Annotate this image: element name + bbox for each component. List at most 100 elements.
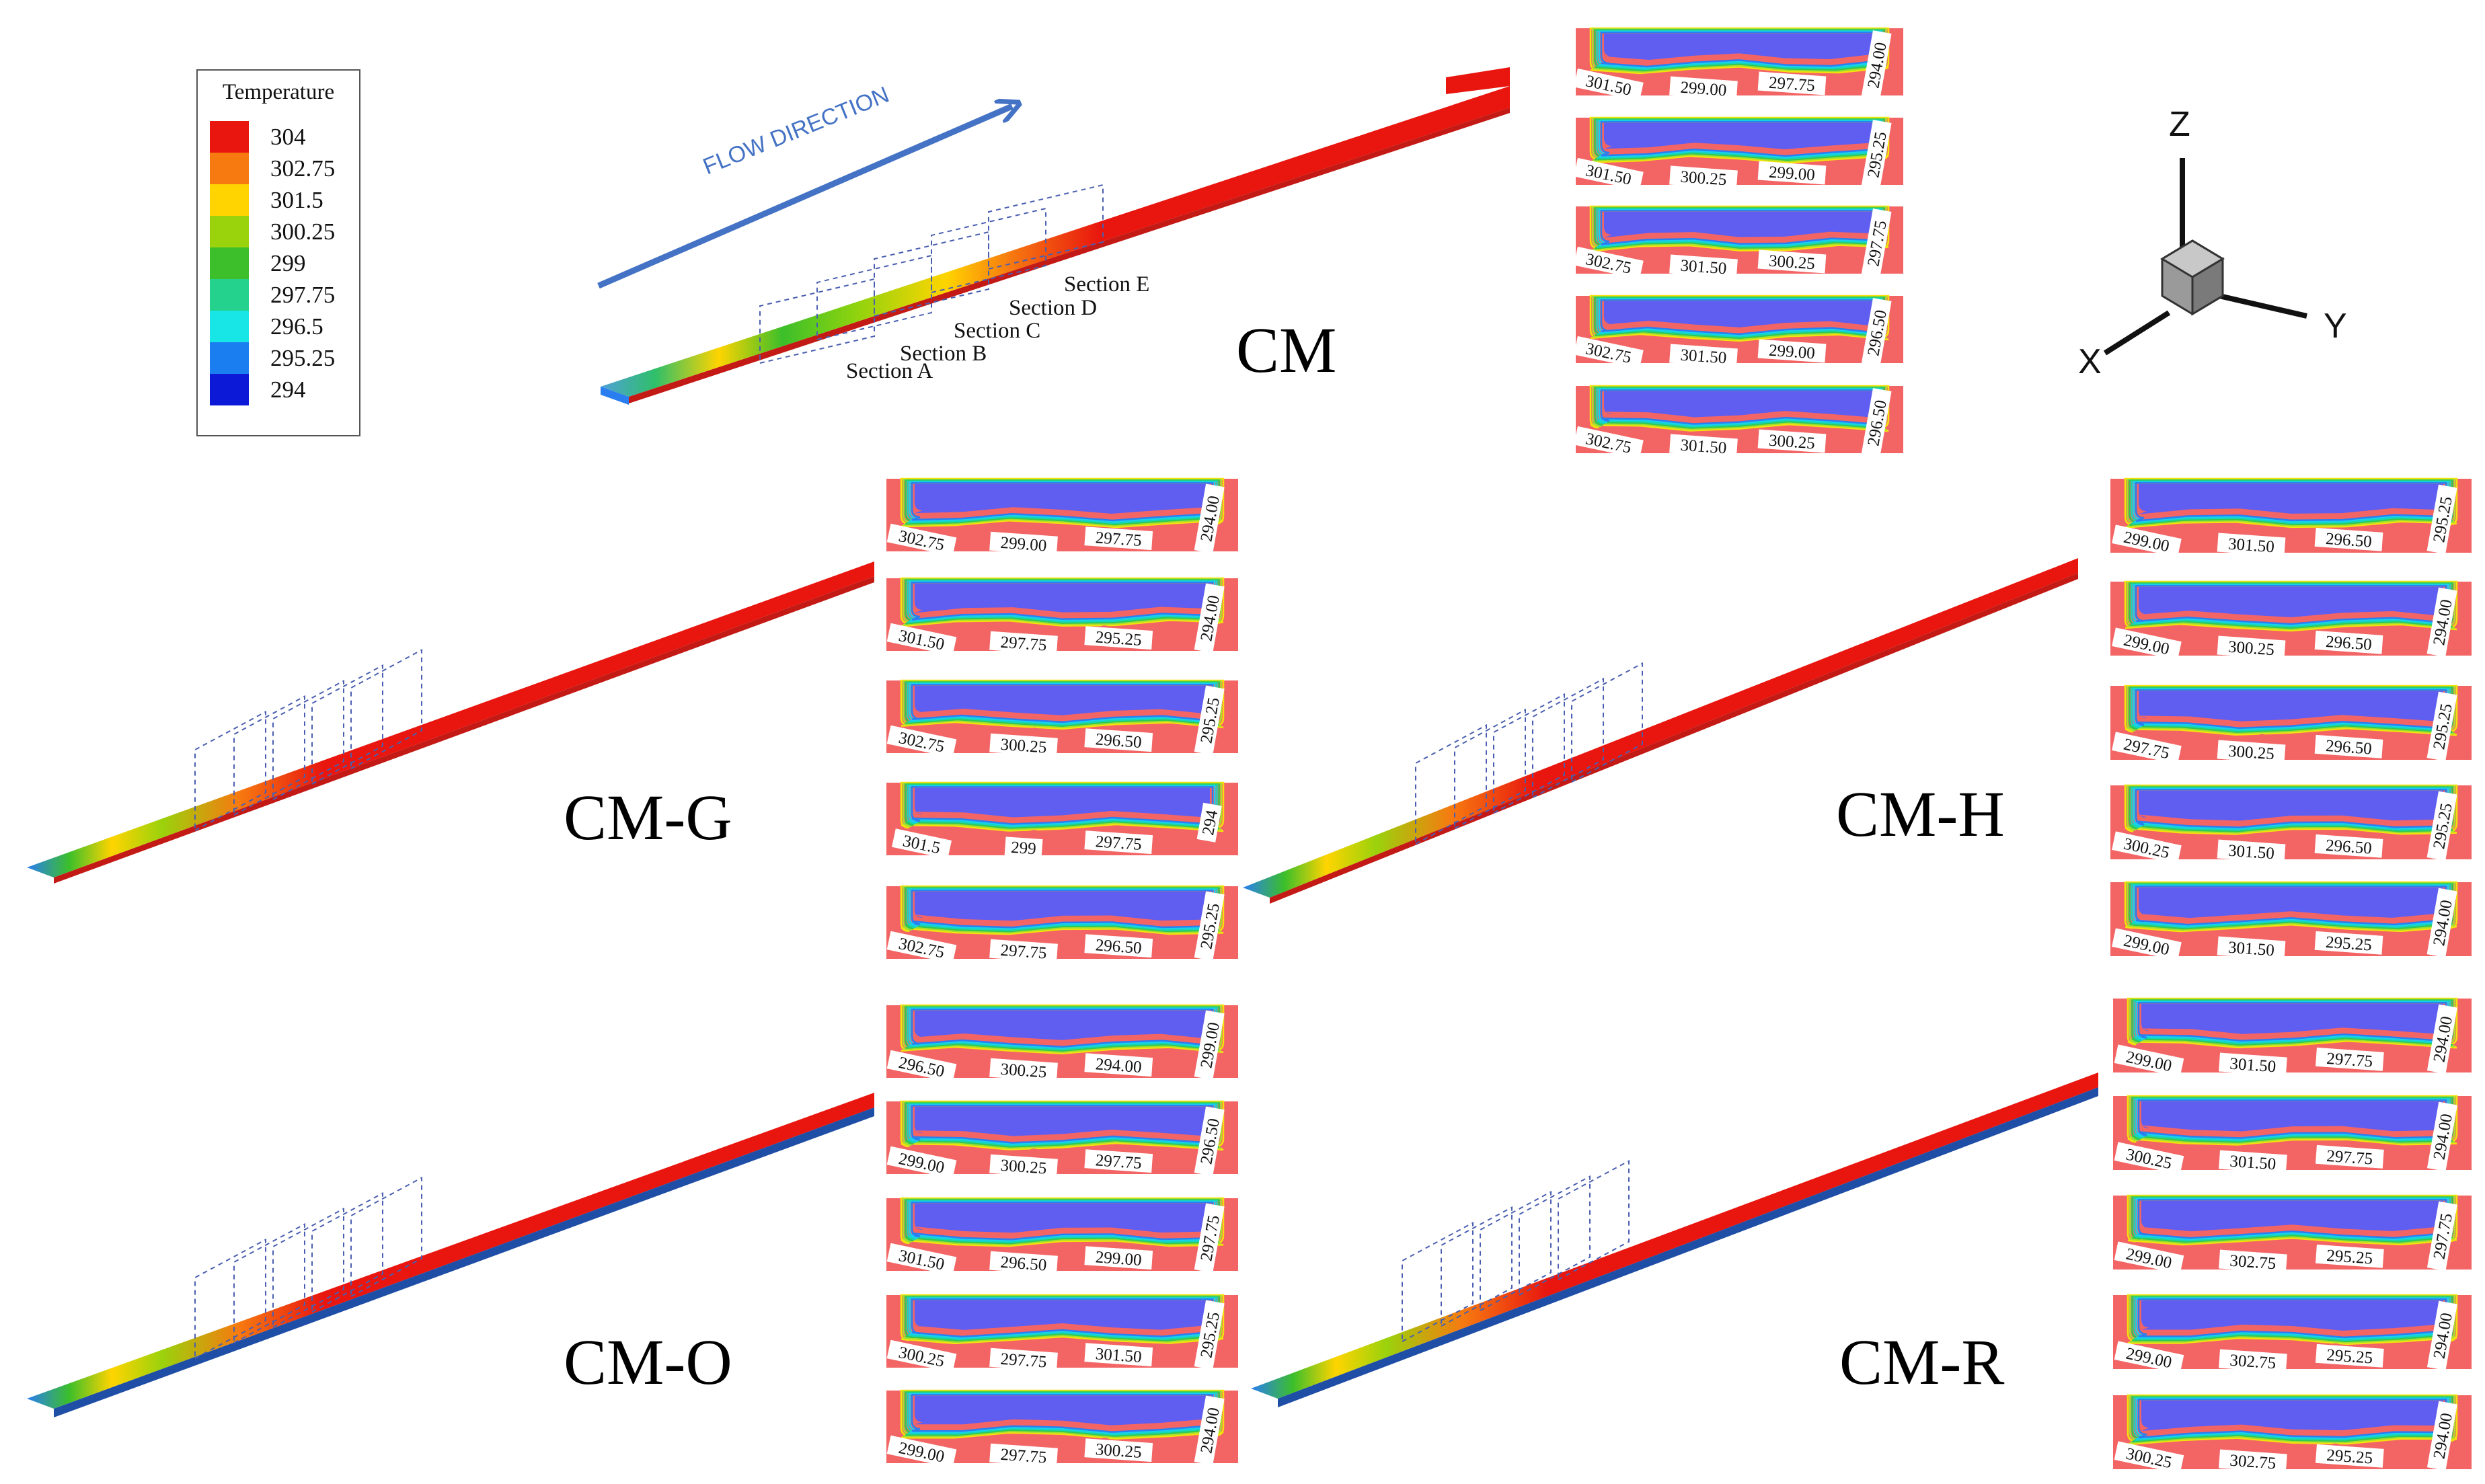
isotherm-label: 299.00: [2112, 524, 2182, 557]
isotherm-label-bg: [989, 1443, 1058, 1467]
isotherm-label-bg: [2114, 1241, 2184, 1274]
isotherm-line: [902, 886, 1223, 934]
isotherm-value: 296.50: [1000, 1253, 1047, 1275]
isotherm-label-bg: [886, 725, 957, 758]
isotherm-label: 294.00: [1194, 1395, 1225, 1465]
cm-o-channel-top: [27, 1093, 874, 1409]
isotherm-label-bg: [2426, 1004, 2457, 1074]
isotherm-line: [902, 680, 1223, 729]
isotherm-label: 296.50: [1084, 934, 1153, 958]
isotherm-label: 302.75: [2219, 1449, 2287, 1473]
isotherm-label-bg: [1194, 1203, 1225, 1273]
cm-h-section-plane: [1415, 724, 1487, 845]
isotherm-label: 299: [1004, 836, 1043, 858]
isotherm-label: 297.75: [989, 1443, 1058, 1467]
isotherm-label-bg: [1574, 426, 1644, 459]
isotherm-line: [2126, 882, 2456, 931]
legend-swatch: [210, 279, 249, 311]
isotherm-line: [2129, 1196, 2456, 1245]
isotherm-label: 296.50: [2314, 630, 2383, 654]
isotherm-line: [900, 885, 1225, 935]
section-label-d: Section D: [1009, 296, 1098, 320]
isotherm-label-bg: [989, 531, 1058, 555]
cold-core: [1604, 123, 1875, 149]
isotherm-label-bg: [1194, 685, 1225, 755]
isotherm-label: 300.25: [2217, 740, 2286, 764]
isotherm-label-bg: [886, 623, 957, 656]
isotherm-label: 301.50: [1084, 1343, 1153, 1367]
isotherm-line: [2124, 477, 2458, 529]
isotherm-label-bg: [2426, 1401, 2457, 1471]
isotherm-value: 294.00: [1095, 1055, 1142, 1077]
isotherm-label-bg: [886, 1050, 957, 1083]
isotherm-label: 301.50: [2217, 936, 2286, 960]
cm-r-section-plane: [1480, 1190, 1552, 1312]
isotherm-line: [902, 1005, 1223, 1054]
cm-r-section-plane: [1519, 1175, 1591, 1296]
legend-level: 296.5: [270, 313, 323, 340]
model-label-cm: CM: [1236, 314, 1337, 386]
isotherm-line: [902, 1101, 1223, 1150]
isotherm-label-bg: [1757, 161, 1827, 185]
isotherm-label-bg: [1084, 934, 1153, 958]
isotherm-label-bg: [886, 1243, 957, 1276]
isotherm-label-bg: [2112, 627, 2182, 660]
isotherm-label: 296.50: [1084, 728, 1153, 752]
isotherm-label-bg: [2314, 630, 2383, 654]
legend-swatch: [210, 247, 249, 279]
cold-core: [2139, 587, 2443, 618]
isotherm-label-bg: [1084, 1149, 1153, 1173]
cold-core: [2139, 691, 2443, 722]
isotherm-label: 300.25: [1084, 1438, 1153, 1462]
isotherm-label-bg: [989, 939, 1058, 963]
cm-o-section-plane: [194, 1238, 266, 1360]
isotherm-value: 299.00: [1768, 342, 1815, 363]
isotherm-value: 296.50: [1095, 730, 1142, 752]
isotherm-line: [900, 1100, 1225, 1151]
isotherm-value: 294: [1199, 808, 1221, 836]
isotherm-line: [1589, 385, 1890, 432]
cm-h-channel-top: [1243, 558, 2078, 898]
isotherm-line: [1589, 27, 1890, 75]
isotherm-value: 300.25: [2227, 638, 2274, 660]
isotherm-label-bg: [2314, 834, 2383, 858]
isotherm-label-bg: [2217, 533, 2286, 557]
cold-core: [2139, 484, 2443, 514]
isotherm-value: 295.25: [2325, 933, 2372, 955]
isotherm-label-bg: [1574, 336, 1644, 369]
isotherm-label: 295.25: [1084, 626, 1153, 650]
isotherm-label-bg: [886, 931, 957, 964]
cold-core: [915, 686, 1210, 715]
section-label-b: Section B: [900, 342, 987, 366]
isotherm-line: [902, 1391, 1223, 1438]
isotherm-line: [902, 479, 1223, 527]
cm-h-section-plane: [1454, 708, 1526, 830]
cold-core: [2141, 1101, 2443, 1132]
cold-core: [915, 892, 1210, 921]
isotherm-value: 297.75: [1000, 941, 1047, 963]
isotherm-label-bg: [2426, 587, 2457, 657]
cm-h-section-plane: [1493, 693, 1565, 814]
model-label-cm-h: CM-H: [1836, 778, 2005, 850]
isotherm-value: 300.25: [1000, 1060, 1047, 1082]
isotherm-label-bg: [989, 1058, 1058, 1082]
cold-core: [915, 584, 1210, 613]
isotherm-value: 295.25: [2326, 1247, 2373, 1268]
isotherm-label-bg: [989, 733, 1058, 757]
isotherm-value: 301.50: [1680, 346, 1727, 368]
cold-core: [2141, 1004, 2443, 1035]
isotherm-value: 301.50: [2229, 1153, 2277, 1174]
isotherm-label-bg: [1194, 1010, 1225, 1080]
coordinate-axes: [2103, 158, 2307, 356]
section-label-e: Section E: [1064, 272, 1150, 297]
isotherm-label: 294.00: [1084, 1053, 1153, 1077]
